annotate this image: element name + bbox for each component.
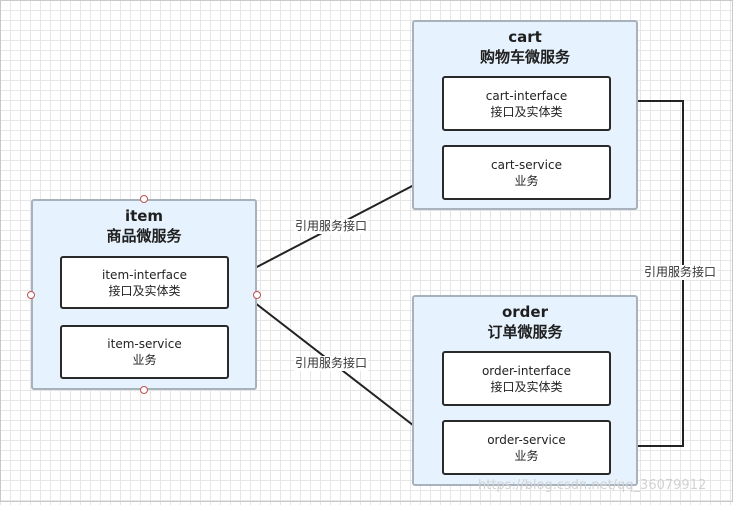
item-interface-label: item-interface xyxy=(102,267,187,282)
edge-label-item-to-order: 引用服务接口 xyxy=(294,356,369,371)
item-group-right-handle[interactable] xyxy=(253,291,261,299)
edge-label-cart-to-order: 引用服务接口 xyxy=(643,265,718,280)
cart-service-label: cart-service xyxy=(491,157,562,172)
order-service-group[interactable]: order 订单微服务 order-interface 接口及实体类 order… xyxy=(412,295,638,486)
cart-interface-desc: 接口及实体类 xyxy=(490,104,563,119)
cart-service-subtitle: 购物车微服务 xyxy=(479,48,570,66)
item-group-top-handle[interactable] xyxy=(140,195,148,203)
item-service-desc: 业务 xyxy=(132,353,157,367)
item-group-bottom-handle[interactable] xyxy=(140,386,148,394)
order-service-name: order xyxy=(501,303,548,321)
cart-service-group[interactable]: cart 购物车微服务 cart-interface 接口及实体类 cart-s… xyxy=(412,20,638,210)
cart-service-name: cart xyxy=(508,28,542,46)
cart-service-desc: 业务 xyxy=(514,173,539,188)
order-interface-label: order-interface xyxy=(481,363,572,378)
cart-service-box[interactable]: cart-service 业务 xyxy=(442,145,611,200)
item-interface-box[interactable]: item-interface 接口及实体类 xyxy=(60,256,229,309)
item-service-box[interactable]: item-service 业务 xyxy=(60,325,229,379)
order-service-desc: 业务 xyxy=(514,448,539,463)
cart-interface-label: cart-interface xyxy=(485,88,568,103)
order-service-label: order-service xyxy=(487,432,566,447)
item-interface-desc: 接口及实体类 xyxy=(108,283,181,298)
watermark: https://blog.csdn.net/qq_36079912 xyxy=(478,478,707,493)
item-service-name: item xyxy=(124,207,164,225)
edge-label-item-to-cart: 引用服务接口 xyxy=(294,219,369,234)
item-service-label: item-service xyxy=(107,337,182,351)
order-interface-desc: 接口及实体类 xyxy=(490,379,563,394)
order-service-subtitle: 订单微服务 xyxy=(487,323,563,341)
item-service-group[interactable]: item 商品微服务 item-interface 接口及实体类 item-se… xyxy=(31,199,257,390)
item-service-subtitle: 商品微服务 xyxy=(106,227,182,245)
cart-interface-box[interactable]: cart-interface 接口及实体类 xyxy=(442,76,611,131)
item-group-left-handle[interactable] xyxy=(27,291,35,299)
order-service-box[interactable]: order-service 业务 xyxy=(442,420,611,475)
order-interface-box[interactable]: order-interface 接口及实体类 xyxy=(442,351,611,406)
